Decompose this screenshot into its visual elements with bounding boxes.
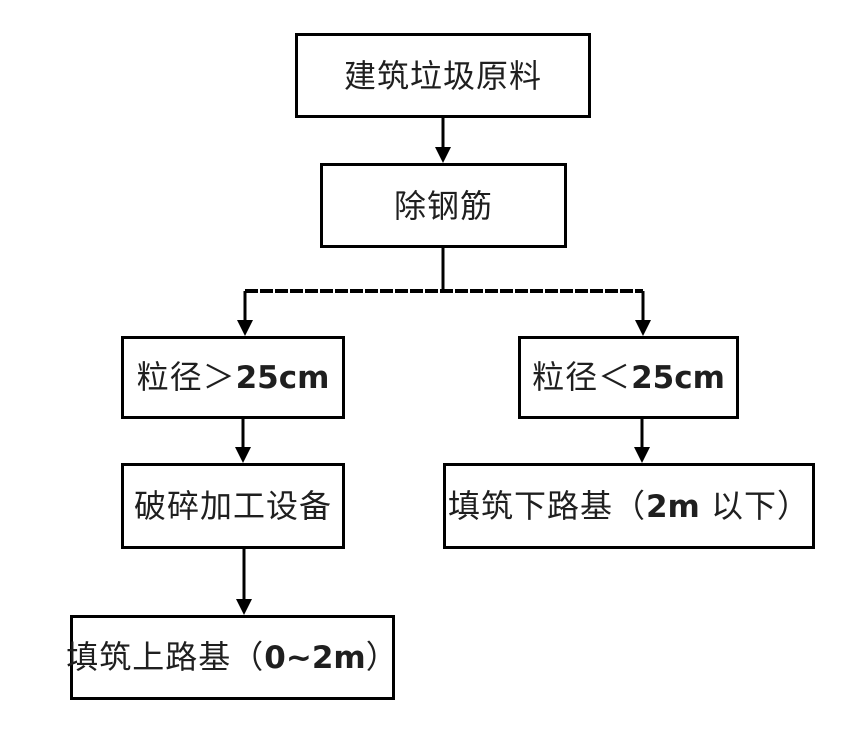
node-small-particle: 粒径＜25cm bbox=[518, 336, 739, 419]
arrowhead-junction-to-small bbox=[635, 320, 651, 336]
node-lower-subgrade-label: 填筑下路基（2m 以下） bbox=[447, 486, 811, 525]
node-remove-rebar-label: 除钢筋 bbox=[393, 186, 493, 225]
node-upper-subgrade-label: 填筑上路基（0~2m） bbox=[66, 638, 399, 676]
arrowhead-small-to-lower bbox=[634, 447, 650, 463]
node-lower-subgrade: 填筑下路基（2m 以下） bbox=[443, 463, 815, 549]
node-raw-material-label: 建筑垃圾原料 bbox=[343, 56, 542, 95]
arrowhead-raw-to-remove bbox=[435, 147, 451, 163]
arrowhead-crusher-to-upper bbox=[236, 599, 252, 615]
arrowhead-junction-to-large bbox=[237, 320, 253, 336]
node-large-particle: 粒径＞25cm bbox=[121, 336, 345, 419]
node-raw-material: 建筑垃圾原料 bbox=[295, 33, 591, 118]
node-large-particle-label: 粒径＞25cm bbox=[136, 358, 330, 396]
node-remove-rebar: 除钢筋 bbox=[320, 163, 567, 248]
node-crusher: 破碎加工设备 bbox=[121, 463, 345, 549]
node-small-particle-label: 粒径＜25cm bbox=[532, 358, 725, 396]
arrowhead-large-to-crusher bbox=[235, 447, 251, 463]
node-upper-subgrade: 填筑上路基（0~2m） bbox=[66, 615, 398, 700]
node-crusher-label: 破碎加工设备 bbox=[133, 487, 332, 525]
